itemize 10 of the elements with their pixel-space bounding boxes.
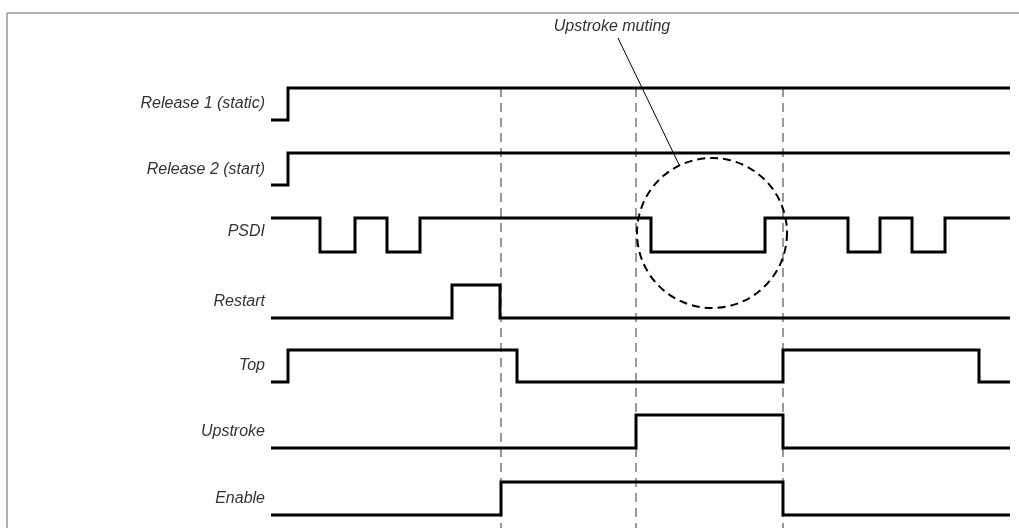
signal-label: Enable [215,489,265,507]
signal-label: Release 1 (static) [140,94,265,112]
signal-label: Top [238,356,265,374]
dashed-circle [636,157,788,309]
leader-line [617,37,680,166]
signal-label: Release 2 (start) [146,160,265,178]
signal-label: Restart [213,292,265,310]
signal-label: Upstroke [200,422,265,440]
signal-label: PSDI [227,222,265,240]
callout-text: Upstroke muting [553,17,671,35]
